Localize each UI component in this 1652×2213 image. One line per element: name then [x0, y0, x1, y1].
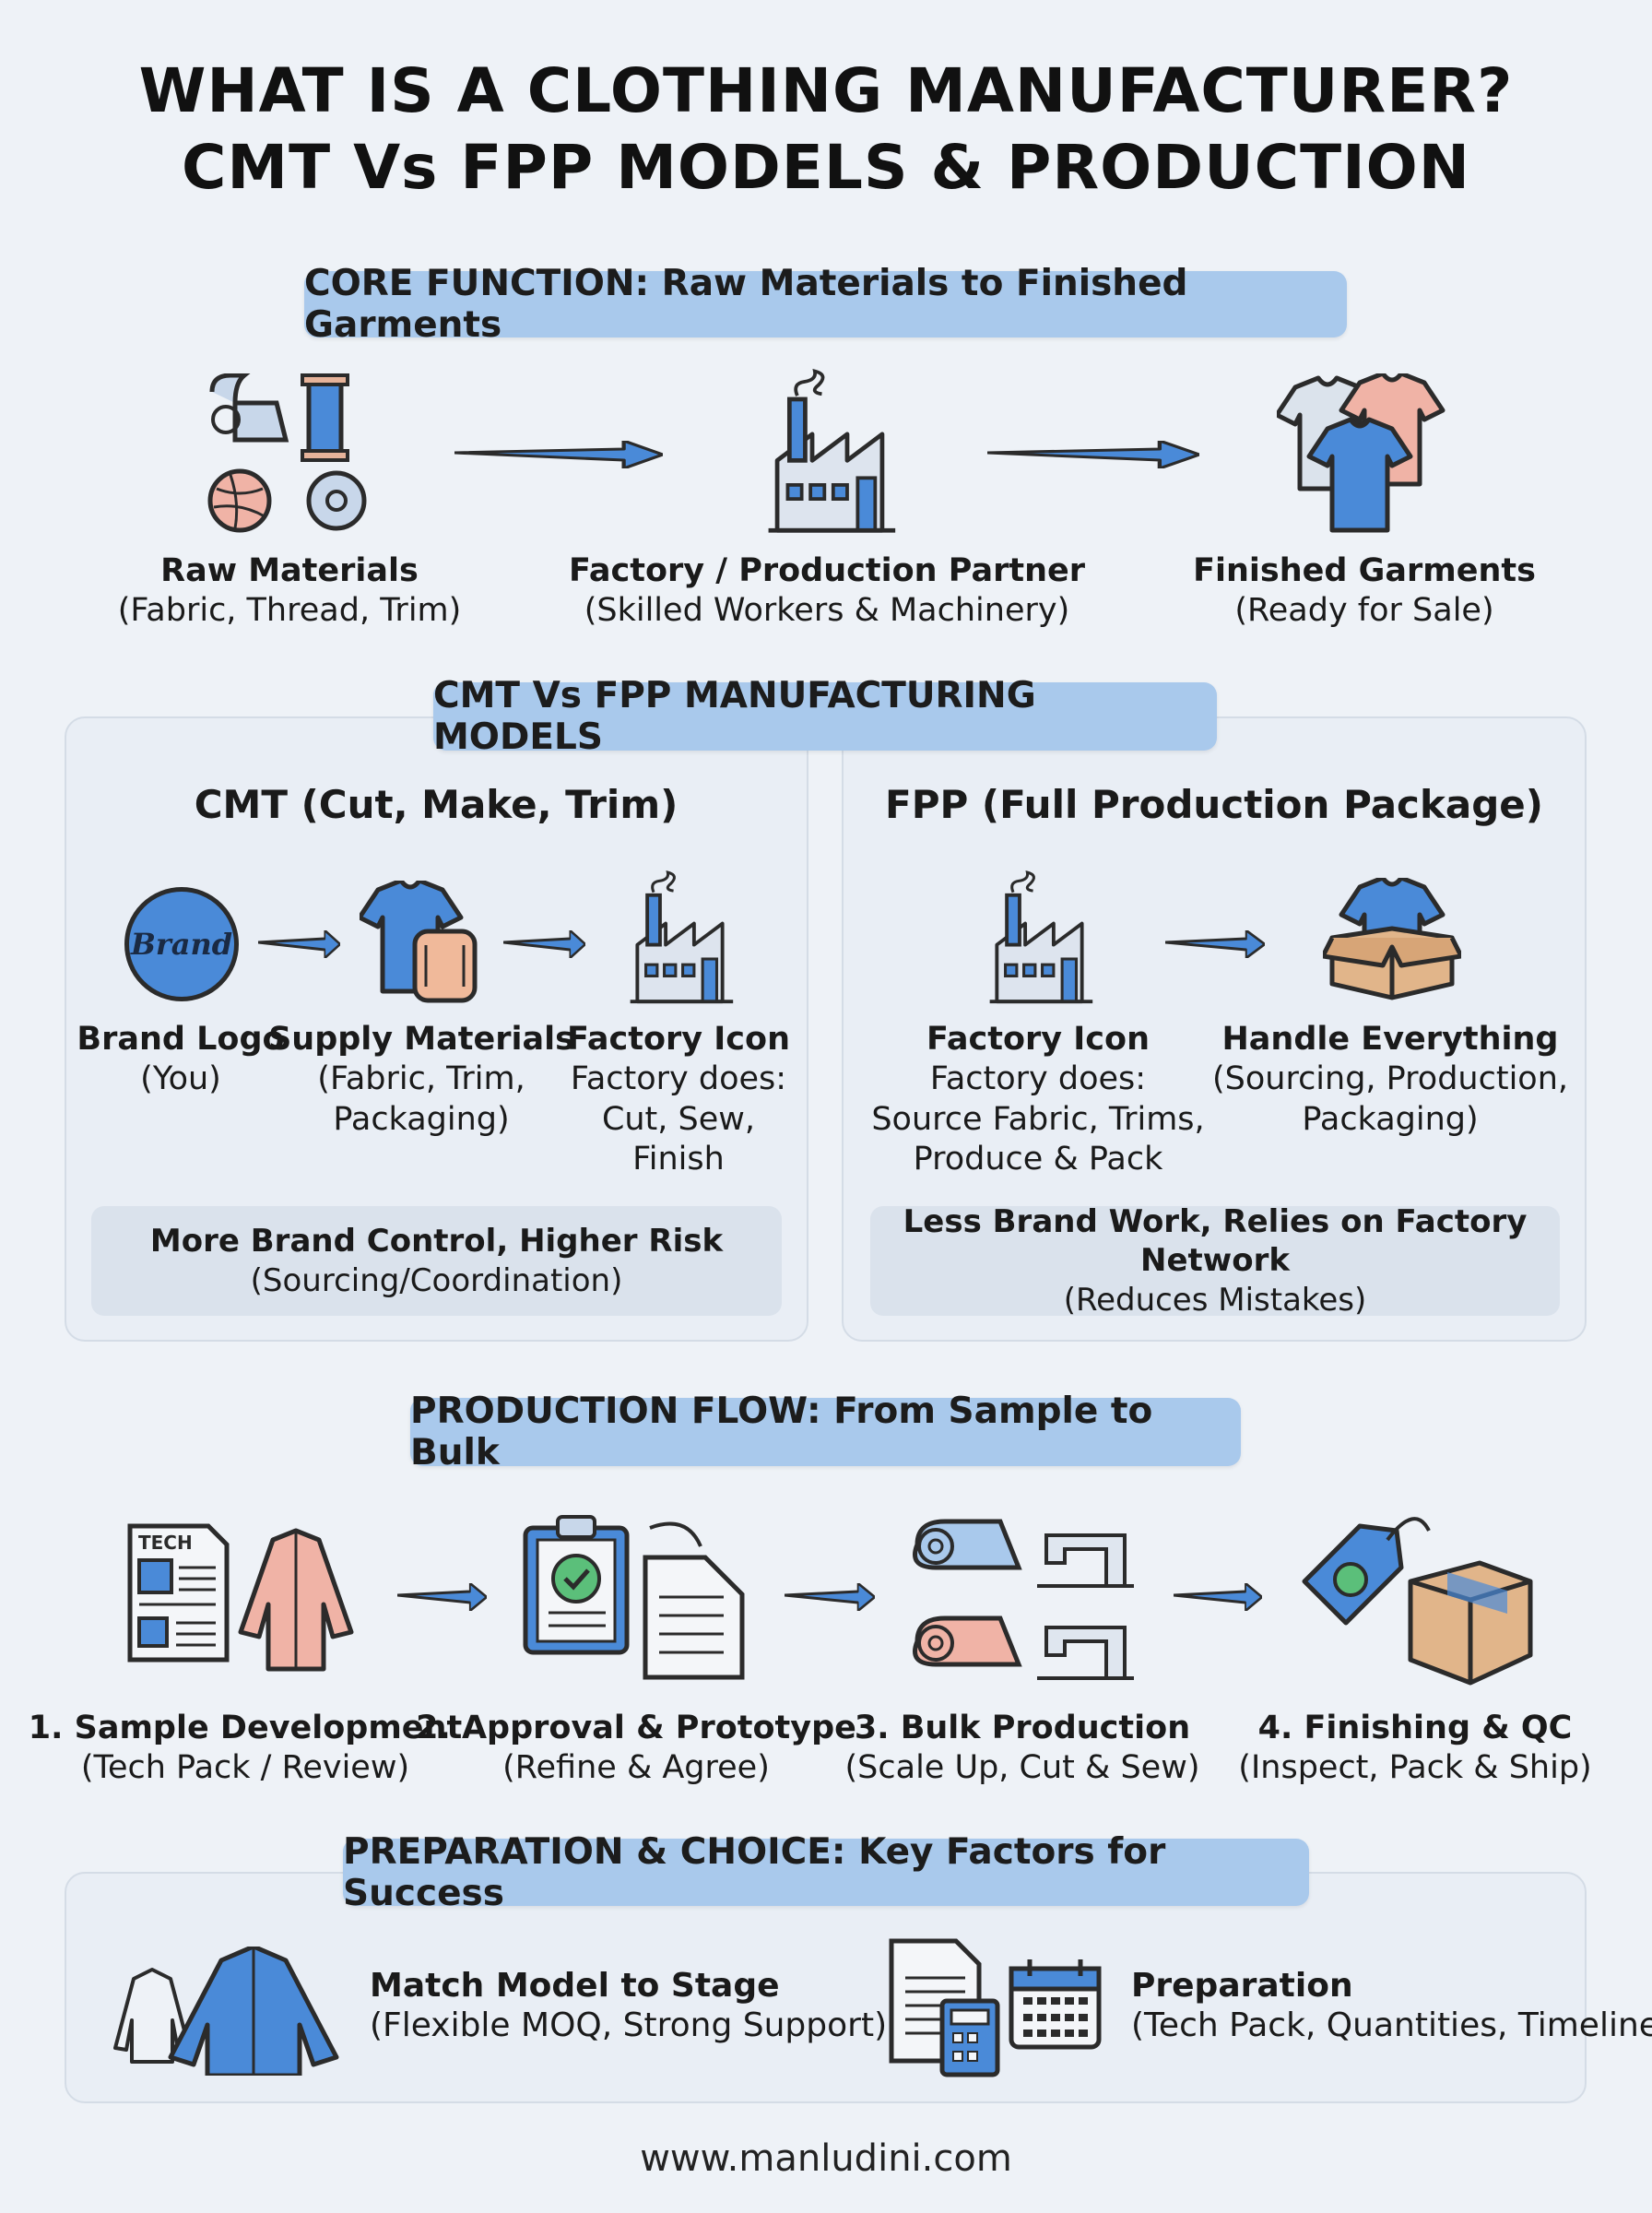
footer-website: www.manludini.com: [640, 2137, 1012, 2180]
flow-step-3: 3. Bulk Production(Scale Up, Cut & Sew): [844, 1710, 1200, 1787]
arrow-icon: [987, 441, 1199, 468]
cmt-heading: CMT (Cut, Make, Trim): [194, 782, 678, 827]
arrow-icon: [454, 441, 663, 468]
fpp-step-handle-everything: Handle Everything(Sourcing, Production,P…: [1211, 1021, 1569, 1138]
flow-step-2: 2. Approval & Prototype(Refine & Agree): [416, 1710, 856, 1787]
tech-pack-and-shirt-icon: TECH: [127, 1523, 354, 1672]
box-with-shirt-icon: [1323, 878, 1461, 1000]
flow-step-4: 4. Finishing & QC(Inspect, Pack & Ship): [1238, 1710, 1592, 1787]
core-step-factory: Factory / Production Partner(Skilled Wor…: [568, 552, 1086, 630]
core-function-banner: CORE FUNCTION: Raw Materials to Finished…: [304, 263, 1347, 346]
flow-step-1: 1. Sample Development(Tech Pack / Review…: [28, 1710, 463, 1787]
arrow-icon: [1174, 1583, 1262, 1611]
factory-icon: [738, 364, 922, 535]
prep-item-match-model: Match Model to Stage(Flexible MOQ, Stron…: [370, 1967, 888, 2045]
approval-checklist-icon: [523, 1515, 745, 1680]
arrow-icon: [503, 930, 585, 958]
arrow-icon: [258, 930, 340, 958]
preparation-banner: PREPARATION & CHOICE: Key Factors for Su…: [343, 1831, 1309, 1914]
cmt-summary: More Brand Control, Higher Risk(Sourcing…: [91, 1206, 782, 1316]
factory-icon: [628, 870, 736, 1004]
tag-and-box-icon: [1302, 1517, 1533, 1686]
documents-calculator-calendar-icon: [889, 1938, 1102, 2077]
prep-item-preparation: Preparation(Tech Pack, Quantities, Timel…: [1131, 1967, 1652, 2045]
fpp-heading: FPP (Full Production Package): [885, 782, 1543, 827]
supply-materials-icon: [360, 881, 478, 1003]
title-line-2: CMT Vs FPP MODELS & PRODUCTION: [181, 132, 1471, 203]
arrow-icon: [785, 1583, 875, 1611]
factory-icon: [987, 870, 1095, 1004]
arrow-icon: [397, 1583, 487, 1611]
arrow-icon: [1165, 930, 1265, 958]
title-line-1: WHAT IS A CLOTHING MANUFACTURER?: [138, 55, 1514, 126]
tshirts-icon: [1277, 373, 1452, 535]
shirts-icon: [113, 1947, 339, 2076]
tech-label: TECH: [138, 1532, 193, 1554]
brand-logo-icon: Brand: [124, 887, 239, 1001]
core-step-raw-materials: Raw Materials(Fabric, Thread, Trim): [117, 552, 462, 630]
cmt-step-supply: Supply Materials(Fabric, Trim,Packaging): [268, 1021, 574, 1138]
fabric-rolls-sewing-machines-icon: [913, 1519, 1134, 1680]
models-banner: CMT Vs FPP MANUFACTURING MODELS: [433, 675, 1217, 758]
production-flow-banner: PRODUCTION FLOW: From Sample to Bulk: [410, 1391, 1241, 1473]
fpp-summary: Less Brand Work, Relies on Factory Netwo…: [870, 1203, 1560, 1319]
cmt-step-brand: Brand Logo(You): [77, 1021, 285, 1098]
raw-materials-icon: [207, 373, 367, 533]
core-step-finished-garments: Finished Garments(Ready for Sale): [1193, 552, 1536, 630]
